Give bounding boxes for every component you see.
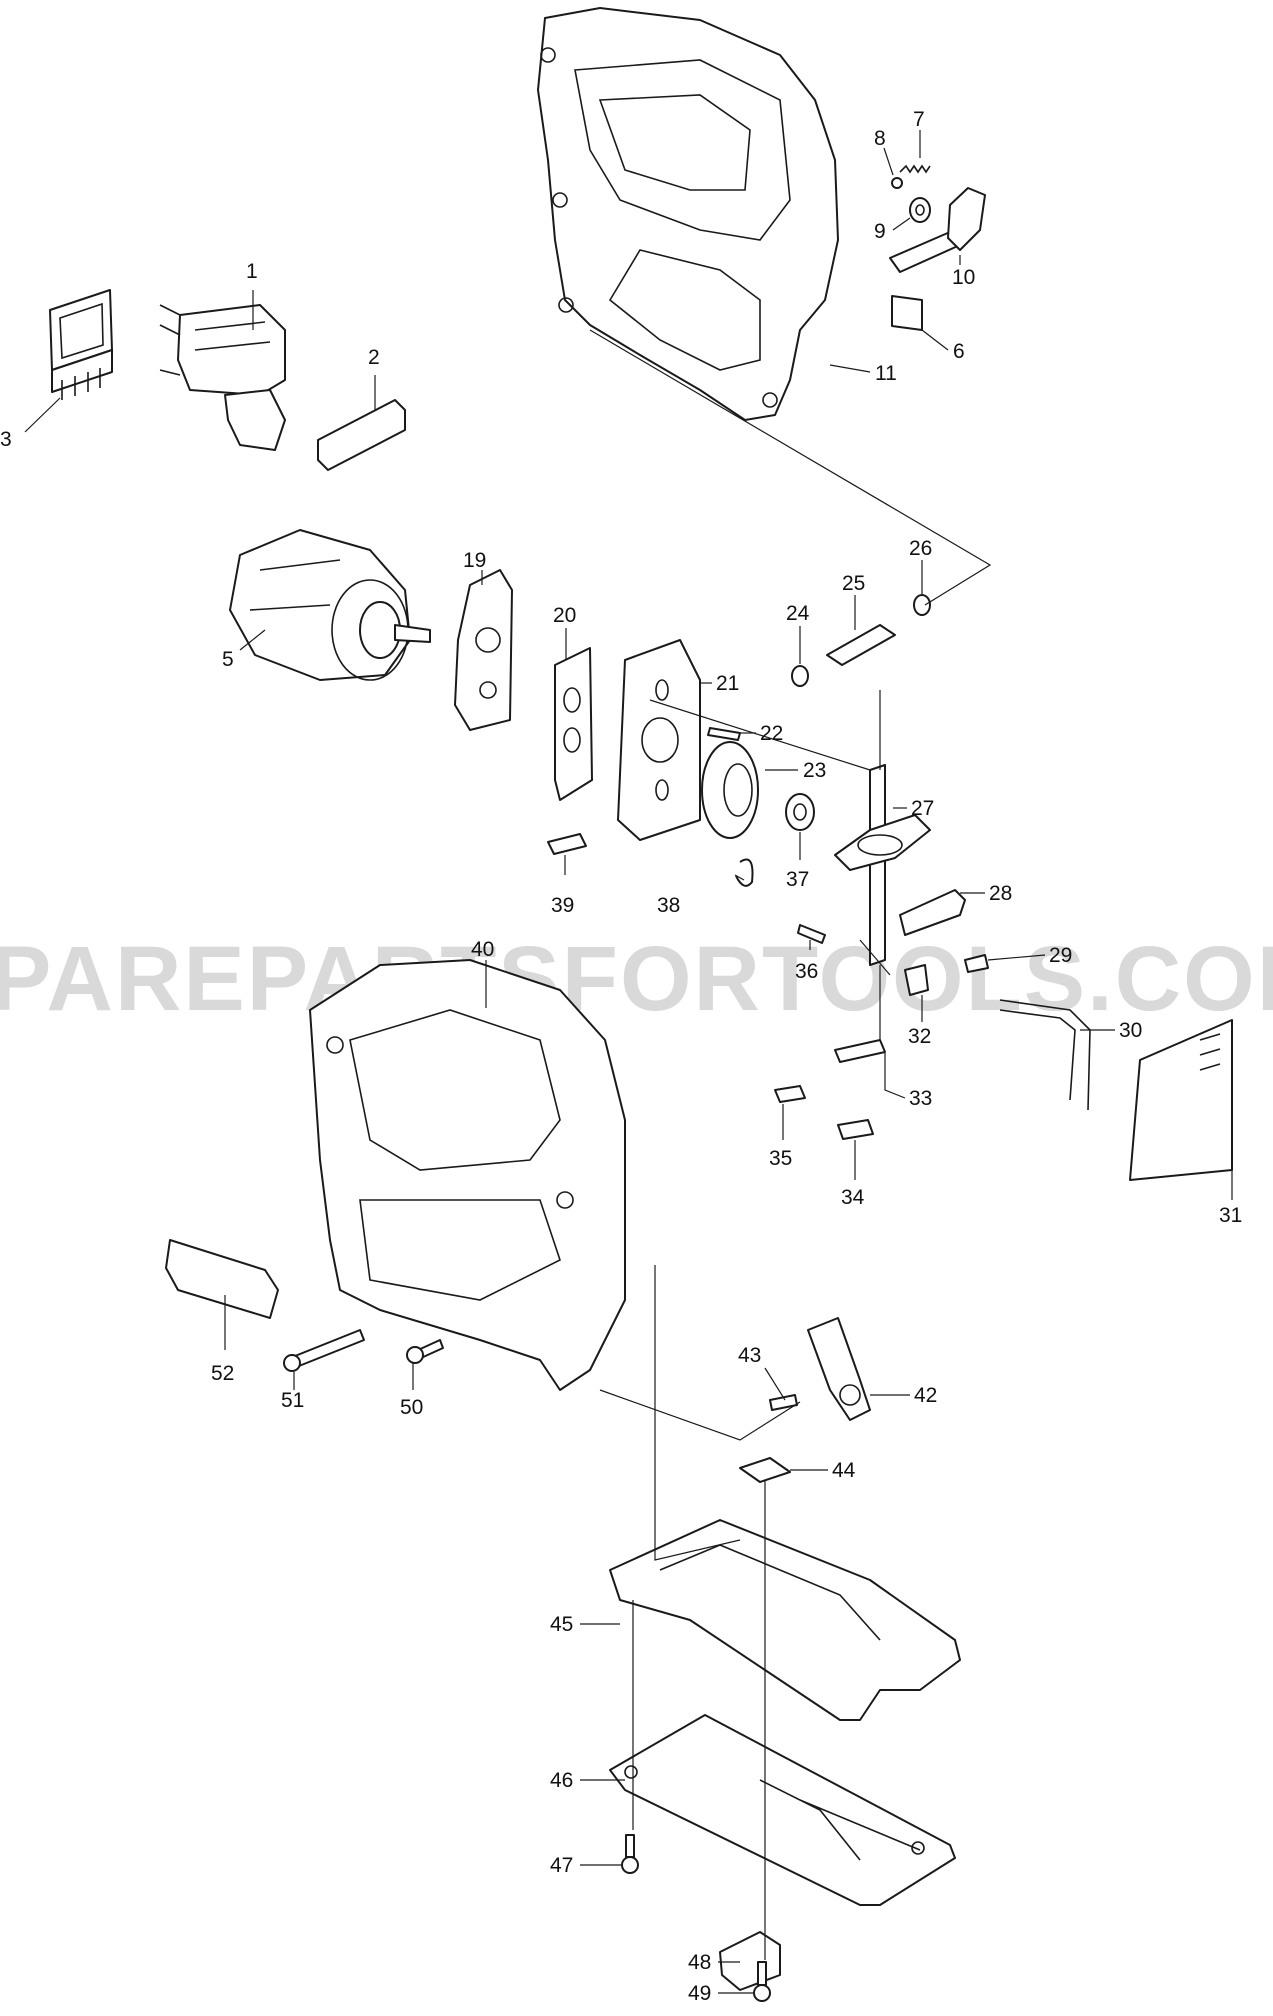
part-35-pad [774, 1085, 806, 1103]
callout-35: 35 [769, 1147, 792, 1170]
callout-30: 30 [1119, 1019, 1142, 1042]
part-5-motor [229, 529, 431, 681]
callout-49: 49 [688, 1982, 711, 2005]
part-33-pad [834, 1039, 886, 1063]
part-21-gear-plate [617, 639, 701, 841]
part-42-roller-holder [807, 1317, 871, 1421]
callout-24: 24 [786, 602, 810, 625]
callout-25: 25 [842, 572, 865, 595]
callout-3: 3 [0, 428, 12, 451]
part-6-plate [891, 295, 923, 331]
callouts: 1 2 3 5 6 7 8 9 10 11 19 20 21 22 23 24 … [0, 108, 1242, 2005]
part-19-bracket [454, 569, 513, 731]
part-26-ring [913, 594, 931, 616]
part-50-screw [406, 1339, 444, 1364]
callout-46: 46 [550, 1769, 573, 1792]
callout-43: 43 [738, 1344, 761, 1367]
part-48-clamp [719, 1931, 781, 1991]
callout-26: 26 [909, 537, 932, 560]
part-49-screw [753, 1961, 771, 2002]
part-27-plunger [834, 764, 931, 966]
callout-27: 27 [911, 797, 934, 820]
part-39-slider [547, 833, 587, 855]
part-38-clip [735, 858, 754, 887]
callout-50: 50 [400, 1396, 423, 1419]
callout-44: 44 [832, 1459, 856, 1482]
callout-42: 42 [914, 1384, 937, 1407]
housing-half-40 [309, 959, 626, 1391]
callout-38: 38 [657, 894, 680, 917]
part-43-pin [769, 1394, 798, 1411]
part-1-switch [159, 304, 286, 451]
part-29-screw [964, 954, 989, 973]
part-2-pad [317, 399, 406, 471]
part-34-pad [837, 1119, 874, 1140]
callout-36: 36 [795, 960, 818, 983]
callout-8: 8 [874, 127, 886, 150]
part-37-bearing [785, 793, 815, 831]
callout-39: 39 [551, 894, 574, 917]
part-7-spring [899, 164, 931, 174]
callout-2: 2 [368, 346, 380, 369]
callout-21: 21 [716, 672, 739, 695]
part-44-washer [739, 1457, 791, 1483]
part-28-guide [899, 889, 966, 936]
callout-10: 10 [952, 266, 975, 289]
callout-22: 22 [760, 722, 783, 745]
callout-23: 23 [803, 759, 826, 782]
part-9-ring [909, 197, 931, 223]
part-10-lever [889, 187, 986, 273]
callout-28: 28 [989, 882, 1012, 905]
watermark-text: PAREPARTSFORTOOLS.COM.A [0, 928, 1273, 1030]
callout-33: 33 [909, 1087, 932, 1110]
callout-6: 6 [953, 340, 965, 363]
part-8-ball [891, 177, 903, 189]
callout-7: 7 [913, 108, 925, 131]
part-23-gear [701, 741, 759, 839]
part-30-spring [999, 999, 1091, 1111]
callout-45: 45 [550, 1613, 573, 1636]
part-32-holder [904, 964, 929, 996]
part-45-base [609, 1519, 961, 1721]
callout-9: 9 [874, 220, 886, 243]
callout-5: 5 [222, 648, 234, 671]
callout-20: 20 [553, 604, 576, 627]
part-47-screw [621, 1834, 639, 1874]
callout-34: 34 [841, 1186, 865, 1209]
assembly-guide-lines [589, 329, 992, 1960]
part-36-screw [797, 924, 826, 944]
callout-52: 52 [211, 1362, 234, 1385]
part-25-pad [826, 624, 896, 666]
part-52-label [165, 1239, 279, 1319]
callout-37: 37 [786, 868, 809, 891]
callout-40: 40 [471, 938, 494, 961]
part-24-ring [791, 665, 809, 687]
housing-half-11 [537, 7, 839, 421]
callout-11: 11 [875, 362, 897, 385]
callout-48: 48 [688, 1951, 711, 1974]
part-3-controller [49, 289, 113, 400]
callout-1: 1 [246, 260, 258, 283]
callout-32: 32 [908, 1025, 931, 1048]
callout-47: 47 [550, 1854, 573, 1877]
part-51-screw [283, 1329, 365, 1372]
callout-19: 19 [463, 549, 486, 572]
callout-29: 29 [1049, 944, 1072, 967]
callout-31: 31 [1219, 1204, 1242, 1227]
part-20-plate [554, 647, 593, 801]
part-31-cover [1129, 1019, 1233, 1181]
part-22-pin [707, 727, 741, 741]
callout-51: 51 [281, 1389, 304, 1412]
part-46-base-plate [609, 1714, 956, 1906]
